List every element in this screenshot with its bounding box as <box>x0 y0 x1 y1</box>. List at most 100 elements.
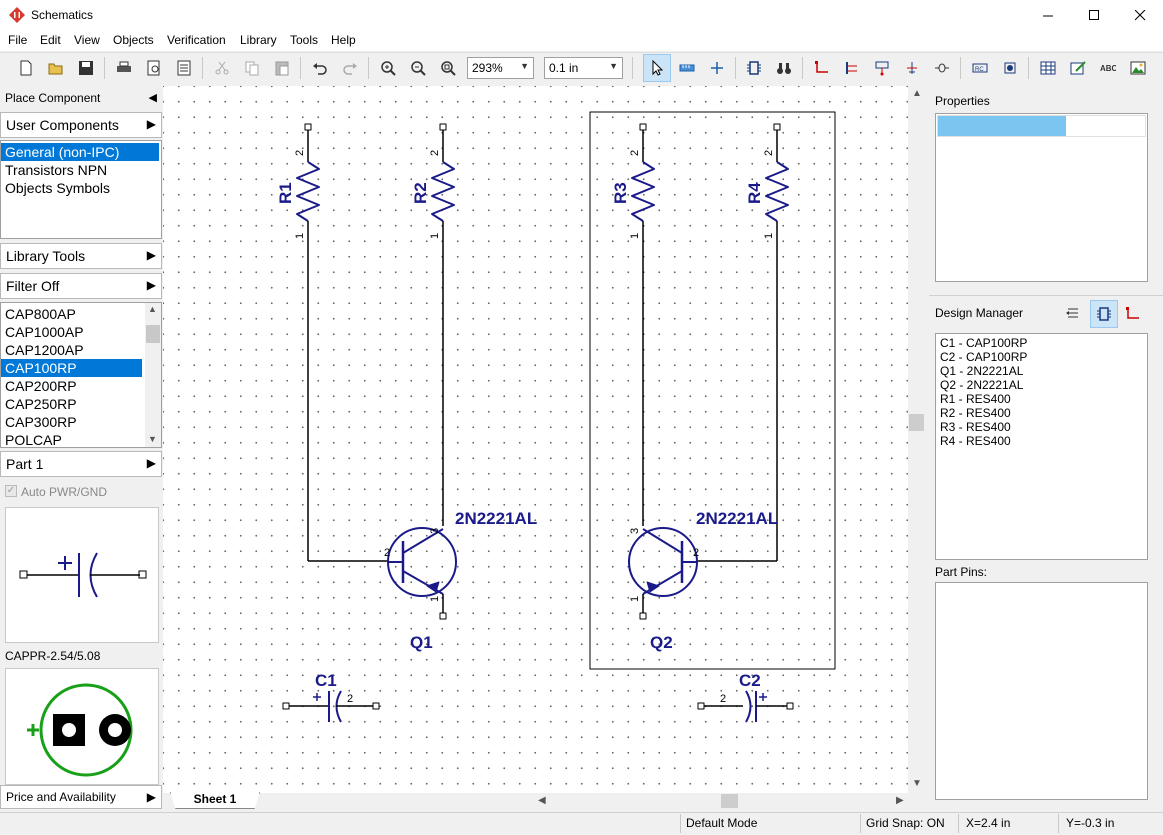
dm-components-button[interactable] <box>1090 300 1118 328</box>
part-pins-list[interactable] <box>935 582 1148 800</box>
list-scrollbar[interactable]: ▲ ▼ <box>145 303 161 447</box>
menu-verification[interactable]: Verification <box>167 33 226 47</box>
open-button[interactable] <box>44 56 68 80</box>
minimize-button[interactable] <box>1025 0 1071 31</box>
canvas-vertical-scrollbar[interactable]: ▲ ▼ <box>908 86 925 793</box>
junction-button[interactable] <box>930 56 954 80</box>
component-item[interactable]: POLCAP <box>5 432 62 448</box>
scroll-left-icon[interactable]: ◀ <box>538 795 546 806</box>
menu-view[interactable]: View <box>74 33 100 47</box>
menu-help[interactable]: Help <box>331 33 356 47</box>
find-button[interactable] <box>772 56 796 80</box>
resistor-r2[interactable] <box>431 123 455 526</box>
category-item[interactable]: Objects Symbols <box>5 180 111 196</box>
horizontal-scroll-thumb[interactable] <box>721 794 738 808</box>
dm-item[interactable]: R4 - RES400 <box>940 434 1011 448</box>
cut-button[interactable] <box>210 56 234 80</box>
scroll-down-icon[interactable]: ▼ <box>148 434 157 444</box>
chevron-down-icon: ▼ <box>520 61 529 71</box>
component-list[interactable]: CAP800AP CAP1000AP CAP1200AP CAP100RP CA… <box>0 302 162 448</box>
price-availability-button[interactable]: Price and Availability ▶ <box>0 785 162 809</box>
paste-button[interactable] <box>270 56 294 80</box>
reference-button[interactable]: RC <box>968 56 992 80</box>
scroll-right-icon[interactable]: ▶ <box>896 795 904 806</box>
text-button[interactable]: ABC <box>1096 56 1120 80</box>
transistor-q2[interactable] <box>628 527 777 620</box>
resistor-r4[interactable] <box>765 123 789 561</box>
category-item[interactable]: General (non-IPC) <box>1 143 159 161</box>
component-item[interactable]: CAP250RP <box>5 396 77 412</box>
power-tool-button[interactable] <box>900 56 924 80</box>
auto-pwr-checkbox[interactable]: ✓ <box>5 485 17 497</box>
bus-tool-button[interactable] <box>840 56 864 80</box>
zoom-out-button[interactable] <box>406 56 430 80</box>
component-item[interactable]: CAP300RP <box>5 414 77 430</box>
dm-item[interactable]: Q1 - 2N2221AL <box>940 364 1024 378</box>
capacitor-c1[interactable] <box>282 690 380 723</box>
scroll-thumb[interactable] <box>909 414 924 431</box>
dm-item[interactable]: R1 - RES400 <box>940 392 1011 406</box>
menu-edit[interactable]: Edit <box>40 33 61 47</box>
edit-properties-button[interactable] <box>1066 56 1090 80</box>
dm-item[interactable]: R2 - RES400 <box>940 406 1011 420</box>
pattern-button[interactable] <box>998 56 1022 80</box>
undo-button[interactable] <box>308 56 332 80</box>
category-item[interactable]: Transistors NPN <box>5 162 108 178</box>
scroll-down-icon[interactable]: ▼ <box>912 778 922 789</box>
menu-file[interactable]: File <box>8 33 28 47</box>
dm-netlist-button[interactable] <box>1061 302 1085 326</box>
resistor-r3[interactable] <box>631 123 655 526</box>
dm-wires-button[interactable] <box>1121 302 1145 326</box>
design-manager-list[interactable]: C1 - CAP100RP C2 - CAP100RP Q1 - 2N2221A… <box>935 333 1148 560</box>
maximize-button[interactable] <box>1071 0 1117 31</box>
new-button[interactable] <box>14 56 38 80</box>
select-tool-button[interactable] <box>643 54 671 82</box>
zoom-select[interactable]: 293%▼ <box>467 57 534 79</box>
resistor-r1[interactable] <box>296 123 320 561</box>
dm-item[interactable]: R3 - RES400 <box>940 420 1011 434</box>
tab-sheet-1[interactable]: Sheet 1 <box>170 792 260 809</box>
capacitor-c2[interactable] <box>697 690 794 723</box>
library-tools-button[interactable]: Library Tools ▶ <box>0 243 162 269</box>
dm-item[interactable]: C1 - CAP100RP <box>940 336 1028 350</box>
print-button[interactable] <box>112 56 136 80</box>
crosshair-tool-button[interactable] <box>705 56 729 80</box>
menu-library[interactable]: Library <box>240 33 277 47</box>
scroll-up-icon[interactable]: ▲ <box>912 88 922 99</box>
net-label-button[interactable] <box>870 56 894 80</box>
user-components-button[interactable]: User Components ▶ <box>0 112 162 138</box>
dm-item[interactable]: C2 - CAP100RP <box>940 350 1028 364</box>
redo-button[interactable] <box>338 56 362 80</box>
filter-button[interactable]: Filter Off ▶ <box>0 273 162 299</box>
category-list[interactable]: General (non-IPC) Transistors NPN Object… <box>0 140 162 239</box>
menu-objects[interactable]: Objects <box>113 33 154 47</box>
print-preview-button[interactable] <box>142 56 166 80</box>
close-button[interactable] <box>1117 0 1163 31</box>
selection-frame[interactable] <box>589 111 836 670</box>
component-button[interactable] <box>742 56 766 80</box>
dm-item[interactable]: Q2 - 2N2221AL <box>940 378 1024 392</box>
place-component-header[interactable]: Place Component ◀ <box>0 86 162 111</box>
scroll-thumb[interactable] <box>146 325 160 343</box>
zoom-fit-button[interactable] <box>436 56 460 80</box>
table-button[interactable] <box>1036 56 1060 80</box>
component-item[interactable]: CAP100RP <box>1 359 142 377</box>
transistor-q1[interactable] <box>308 527 457 620</box>
schematic-drawing[interactable]: R1 R2 R3 R4 Q1 Q2 C1 C2 2N2221AL 2N2221A… <box>163 86 908 793</box>
save-button[interactable] <box>74 56 98 80</box>
grid-size-select[interactable]: 0.1 in▼ <box>544 57 623 79</box>
wire-tool-button[interactable] <box>810 56 834 80</box>
schematic-canvas[interactable]: R1 R2 R3 R4 Q1 Q2 C1 C2 2N2221AL 2N2221A… <box>163 86 908 793</box>
component-item[interactable]: CAP800AP <box>5 306 76 322</box>
part-select-button[interactable]: Part 1 ▶ <box>0 451 162 477</box>
menu-tools[interactable]: Tools <box>290 33 319 47</box>
measure-tool-button[interactable] <box>675 56 699 80</box>
component-item[interactable]: CAP200RP <box>5 378 77 394</box>
copy-button[interactable] <box>240 56 264 80</box>
component-item[interactable]: CAP1000AP <box>5 324 84 340</box>
page-setup-button[interactable] <box>172 56 196 80</box>
image-button[interactable] <box>1126 56 1150 80</box>
component-item[interactable]: CAP1200AP <box>5 342 84 358</box>
scroll-up-icon[interactable]: ▲ <box>148 304 157 314</box>
zoom-in-button[interactable] <box>376 56 400 80</box>
